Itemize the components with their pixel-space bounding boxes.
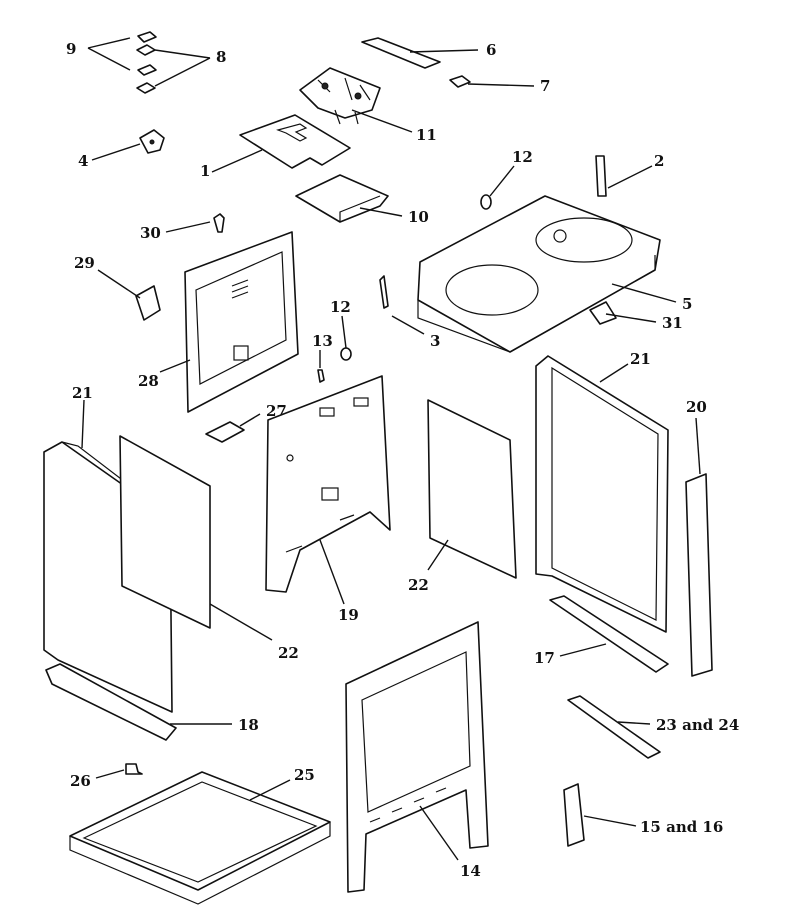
part-13-screw xyxy=(317,369,325,383)
callout-23-24: 23 and 24 xyxy=(656,716,739,734)
leader-26 xyxy=(95,769,125,779)
callout-31: 31 xyxy=(662,314,683,332)
leader-22a xyxy=(209,603,273,641)
callout-4: 4 xyxy=(78,152,88,170)
part-27-bracket xyxy=(205,421,245,443)
part-17-rail xyxy=(549,595,669,673)
part-1-plate xyxy=(239,114,351,169)
callout-21-left: 21 xyxy=(72,384,93,402)
leader-5 xyxy=(611,283,677,303)
part-28-rear-panel xyxy=(184,231,299,413)
part-23-24-slide xyxy=(567,695,661,759)
callout-12-top: 12 xyxy=(512,148,533,166)
part-3-screw xyxy=(379,275,389,309)
callout-13: 13 xyxy=(312,332,333,350)
part-1-cutout xyxy=(276,123,308,142)
part-26-leveling-leg xyxy=(125,763,143,775)
leader-3 xyxy=(391,315,425,335)
leader-29 xyxy=(97,269,141,299)
callout-9: 9 xyxy=(66,40,76,58)
leader-7 xyxy=(467,83,535,87)
leader-19 xyxy=(319,539,345,605)
callout-28: 28 xyxy=(138,372,159,390)
callout-7: 7 xyxy=(540,77,550,95)
part-20-trim xyxy=(685,473,713,677)
leader-30 xyxy=(165,221,211,233)
callout-3: 3 xyxy=(430,332,440,350)
leader-23-24 xyxy=(617,721,651,725)
part-14-front-frame xyxy=(345,621,489,893)
callout-22-left: 22 xyxy=(278,644,299,662)
part-12-grommet-top xyxy=(480,194,492,210)
leader-25 xyxy=(249,779,291,801)
callout-8: 8 xyxy=(216,48,226,66)
callout-20: 20 xyxy=(686,398,707,416)
part-10-flange xyxy=(339,195,381,222)
leader-21a xyxy=(81,399,85,449)
leader-21b xyxy=(599,363,629,383)
callout-22-center: 22 xyxy=(408,576,429,594)
part-12-grommet-lower xyxy=(340,347,352,361)
part-25-storage-drawer xyxy=(69,771,331,905)
part-22-left-liner xyxy=(119,435,211,629)
callout-15-16: 15 and 16 xyxy=(640,818,723,836)
leader-6 xyxy=(409,49,479,53)
callout-1: 1 xyxy=(200,162,210,180)
leader-10 xyxy=(359,207,403,217)
part-21-right-side-panel xyxy=(535,355,669,633)
part-29-plate xyxy=(135,285,161,321)
part-5-cooktop xyxy=(417,195,661,353)
part-5-edge xyxy=(417,255,656,353)
leader-2 xyxy=(607,165,653,189)
callout-29: 29 xyxy=(74,254,95,272)
part-7-block xyxy=(449,75,471,88)
part-31-clip xyxy=(589,301,617,325)
leader-14 xyxy=(419,805,459,861)
callout-10: 10 xyxy=(408,208,429,226)
leader-31 xyxy=(605,313,657,323)
leader-9 xyxy=(87,37,131,71)
callout-11: 11 xyxy=(416,126,437,144)
part-30-bolt xyxy=(213,213,225,233)
callout-14: 14 xyxy=(460,862,481,880)
leader-22b xyxy=(427,539,449,571)
leader-8 xyxy=(154,49,211,87)
callout-19: 19 xyxy=(338,606,359,624)
leader-1 xyxy=(211,149,263,173)
part-4-hole xyxy=(149,139,155,145)
part-6-bar xyxy=(361,37,441,69)
leader-4 xyxy=(91,143,141,161)
leader-15-16 xyxy=(583,815,637,827)
callout-5: 5 xyxy=(682,295,692,313)
part-10-bracket xyxy=(295,174,389,223)
part-18-base-rail xyxy=(45,663,177,741)
callout-12-lower: 12 xyxy=(330,298,351,316)
leader-27 xyxy=(239,413,261,427)
callout-25: 25 xyxy=(294,766,315,784)
callout-6: 6 xyxy=(486,41,496,59)
callout-17: 17 xyxy=(534,649,555,667)
callout-26: 26 xyxy=(70,772,91,790)
leader-12a xyxy=(489,165,515,197)
callout-21-right: 21 xyxy=(630,350,651,368)
part-22-center-panel xyxy=(427,399,517,579)
part-2-post xyxy=(595,155,607,197)
callout-18: 18 xyxy=(238,716,259,734)
leader-11 xyxy=(351,109,413,133)
part-19-inner-back-panel xyxy=(265,375,391,593)
leader-20 xyxy=(695,417,701,475)
leader-17 xyxy=(559,643,607,657)
leader-12b xyxy=(341,315,347,349)
part-8-clips xyxy=(136,31,157,94)
part-11-hinge-assembly xyxy=(299,67,381,125)
part-15-16-bracket xyxy=(563,783,585,847)
callout-2: 2 xyxy=(654,152,664,170)
leader-28 xyxy=(159,359,191,373)
callout-30: 30 xyxy=(140,224,161,242)
